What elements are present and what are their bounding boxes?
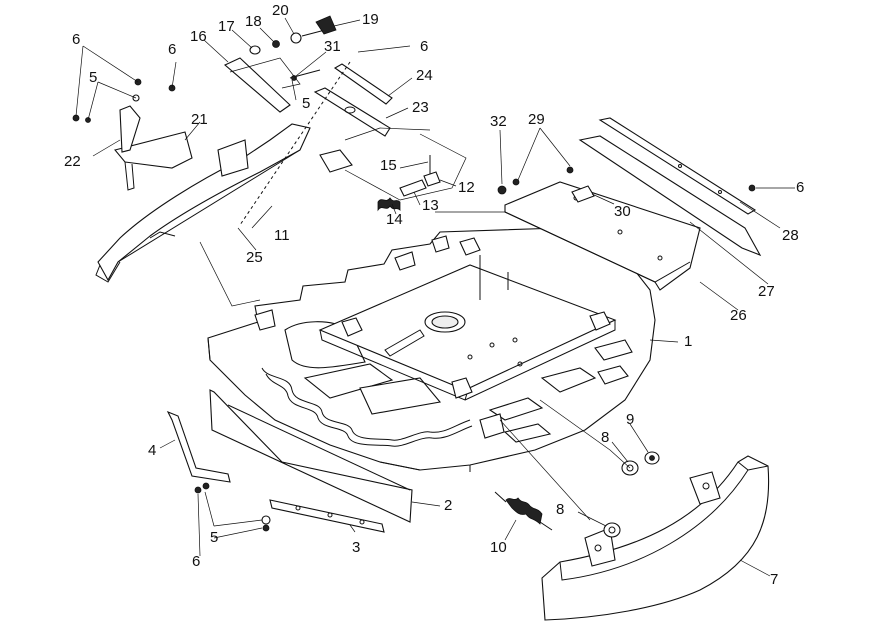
hardware-17-20 xyxy=(249,15,337,55)
label-30: 30 xyxy=(614,203,631,220)
bracket-21 xyxy=(114,131,193,191)
label-18: 18 xyxy=(245,13,262,30)
label-12: 12 xyxy=(458,179,475,196)
label-11: 11 xyxy=(274,227,290,244)
label-7: 7 xyxy=(770,571,778,588)
label-14: 14 xyxy=(386,211,403,228)
label-2: 2 xyxy=(444,497,452,514)
label-19: 19 xyxy=(362,11,379,28)
label-24: 24 xyxy=(416,67,433,84)
label-6a: 6 xyxy=(72,31,80,48)
label-21: 21 xyxy=(191,111,208,128)
label-8a: 8 xyxy=(601,429,609,446)
label-5a: 5 xyxy=(89,69,97,86)
label-6c: 6 xyxy=(420,38,428,55)
side-arm-11 xyxy=(95,123,353,283)
leader-lines xyxy=(199,57,631,521)
spacer-13 xyxy=(399,179,427,197)
label-16: 16 xyxy=(190,28,207,45)
label-15: 15 xyxy=(380,157,397,174)
label-26: 26 xyxy=(730,307,747,324)
label-5b: 5 xyxy=(302,95,310,112)
label-28: 28 xyxy=(782,227,799,244)
plate-23 xyxy=(313,87,391,137)
label-23: 23 xyxy=(412,99,429,116)
spring-10 xyxy=(494,491,553,531)
label-9: 9 xyxy=(626,411,634,428)
label-10: 10 xyxy=(490,539,507,556)
label-13: 13 xyxy=(422,197,439,214)
label-8b: 8 xyxy=(556,501,564,518)
rod-31 xyxy=(289,69,321,81)
label-17: 17 xyxy=(218,18,235,35)
washers-8-9 xyxy=(603,451,660,538)
strip-28 xyxy=(598,117,757,215)
spring-14 xyxy=(377,197,401,212)
front-baffle-2 xyxy=(209,389,413,523)
strip-3 xyxy=(269,499,385,533)
rear-bumper-7 xyxy=(541,455,770,621)
label-4: 4 xyxy=(148,442,156,459)
label-6d: 6 xyxy=(796,179,804,196)
bushing-12 xyxy=(423,171,441,187)
label-27: 27 xyxy=(758,283,775,300)
label-25: 25 xyxy=(246,249,263,266)
label-5c: 5 xyxy=(210,529,218,546)
label-32: 32 xyxy=(490,113,507,130)
label-1: 1 xyxy=(684,333,692,350)
hardware-29-30-32 xyxy=(497,166,756,203)
plate-24 xyxy=(333,63,393,105)
bracket-4 xyxy=(166,410,231,483)
bracket-22 xyxy=(119,105,141,153)
label-6e: 6 xyxy=(192,553,200,570)
label-3: 3 xyxy=(352,539,360,556)
link-16 xyxy=(223,57,291,113)
label-6b: 6 xyxy=(168,41,176,58)
fasteners-left xyxy=(194,482,271,532)
label-31: 31 xyxy=(324,38,341,55)
shield-27 xyxy=(578,135,762,257)
label-20: 20 xyxy=(272,2,289,19)
callout-labels: 6 5 22 21 6 16 17 18 20 19 31 5 6 24 23 … xyxy=(64,2,804,588)
label-22: 22 xyxy=(64,153,81,170)
callout-leaders xyxy=(75,17,795,577)
label-29: 29 xyxy=(528,111,545,128)
deck-shell xyxy=(207,227,656,472)
